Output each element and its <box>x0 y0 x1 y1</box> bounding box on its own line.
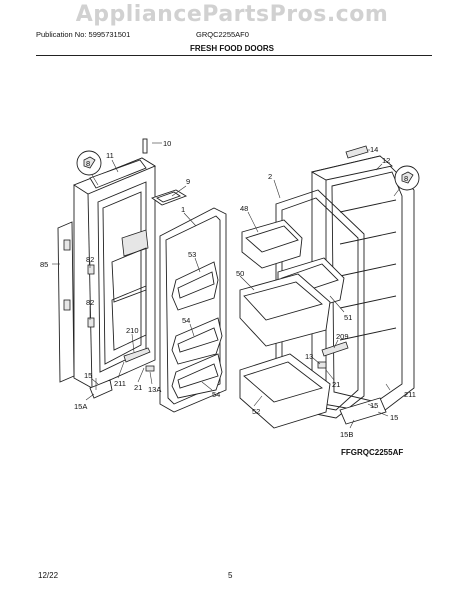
callout-51: 51 <box>344 313 352 322</box>
section-title: FRESH FOOD DOORS <box>189 44 274 53</box>
callout-54-lower: 54 <box>212 390 220 399</box>
callout-labels: 10 11 9 8 1 48 53 82 82 85 54 210 15 211… <box>40 139 416 439</box>
publication-number: Publication No: 5995731501 <box>36 30 131 39</box>
callout-15-right-upper: 15 <box>370 401 378 410</box>
part-50-bin <box>239 273 331 347</box>
part-82-clip-upper <box>87 264 95 275</box>
part-48-bin <box>241 219 303 269</box>
figure-code: FFGRQC2255AF <box>341 448 403 457</box>
part-54-bin-lower <box>171 353 223 399</box>
callout-11: 11 <box>106 151 114 160</box>
part-15B-bracket <box>339 397 387 425</box>
callout-12: 12 <box>382 156 390 165</box>
callout-8-left: 8 <box>86 159 90 168</box>
model-number: GRQC2255AF0 <box>196 30 249 39</box>
callout-54-upper: 54 <box>182 316 190 325</box>
part-52-bin <box>239 353 331 429</box>
part-10-pin <box>142 138 148 154</box>
callout-15-left: 15 <box>84 371 92 380</box>
callout-21-left: 21 <box>134 383 142 392</box>
callout-211-right: 211 <box>404 390 416 399</box>
part-54-bin-upper <box>171 317 223 365</box>
callout-14: 14 <box>370 145 378 154</box>
part-85-hinge <box>57 221 75 383</box>
callout-13A: 13A <box>148 385 161 394</box>
part-82-clip-lower <box>87 317 95 328</box>
part-9-block <box>151 189 188 206</box>
callout-82-upper: 82 <box>86 255 94 264</box>
callout-10: 10 <box>163 139 171 148</box>
callout-209: 209 <box>336 332 349 341</box>
callout-8-right: 8 <box>404 174 408 183</box>
callout-82-lower: 82 <box>86 298 94 307</box>
callout-52: 52 <box>252 407 260 416</box>
left-door-frame <box>73 157 156 389</box>
callout-50: 50 <box>236 269 244 278</box>
header-rule <box>36 55 432 56</box>
callout-15A: 15A <box>74 402 87 411</box>
callout-210: 210 <box>126 326 139 335</box>
part-210-gasket-strip <box>123 347 151 363</box>
callout-21-right: 21 <box>332 380 340 389</box>
callout-2: 2 <box>268 172 272 181</box>
footer-date: 12/22 <box>38 571 59 580</box>
part-209-strip <box>321 341 349 357</box>
callout-53: 53 <box>188 250 196 259</box>
part-13A-clip <box>145 365 155 372</box>
callout-15B: 15B <box>340 430 353 439</box>
footer-page-number: 5 <box>228 571 233 580</box>
part-8-callout-left <box>76 150 102 186</box>
callout-15-right-lower: 15 <box>390 413 398 422</box>
callout-9: 9 <box>186 177 190 186</box>
callout-48: 48 <box>240 204 248 213</box>
part-13-clip <box>317 361 327 369</box>
callout-85: 85 <box>40 260 48 269</box>
part-14-strip <box>345 145 369 159</box>
callout-1: 1 <box>181 205 185 214</box>
leader-lines <box>52 142 391 429</box>
callout-13: 13 <box>305 352 313 361</box>
callout-211-left: 211 <box>114 379 126 388</box>
part-8-callout-right <box>393 165 420 197</box>
part-53-bin <box>171 261 219 311</box>
